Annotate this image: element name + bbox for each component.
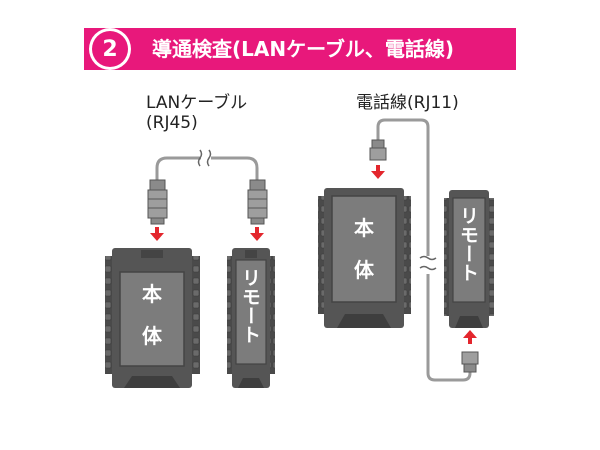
remote-unit-phone	[444, 190, 494, 328]
rj11-plug-bottom-icon	[461, 351, 479, 373]
phone-line-label: 電話線(RJ11)	[356, 93, 459, 113]
lan-main-unit-char1: 本	[142, 282, 162, 306]
main-unit-phone	[318, 188, 411, 328]
lan-remote-label: リモート	[239, 268, 261, 344]
lan-cable-connector-label: (RJ45)	[146, 113, 198, 133]
phone-remote-label: リモート	[457, 206, 479, 282]
phone-cable-break-icon	[419, 255, 437, 271]
rj11-plug-top-icon	[369, 139, 387, 161]
insert-arrow-phone-remote-icon	[463, 330, 477, 344]
header-title: 導通検査(LANケーブル、電話線)	[152, 37, 455, 61]
rj45-plug-left-icon	[147, 179, 168, 225]
step-badge: 2	[89, 28, 131, 70]
header-banner	[84, 28, 516, 70]
lan-cable	[155, 156, 259, 188]
phone-main-unit-char2: 体	[354, 258, 374, 282]
main-unit-lan	[105, 248, 200, 388]
insert-arrow-phone-main-icon	[371, 165, 385, 179]
remote-unit-lan	[227, 248, 275, 388]
insert-arrow-lan-main-icon	[150, 227, 164, 241]
phone-main-unit-char1: 本	[354, 216, 374, 240]
rj45-plug-right-icon	[247, 179, 268, 225]
lan-main-unit-char2: 体	[142, 324, 162, 348]
step-number: 2	[92, 31, 128, 67]
cable-break-icon	[197, 149, 212, 167]
lan-cable-label: LANケーブル	[146, 93, 248, 113]
phone-cable	[376, 118, 472, 382]
insert-arrow-lan-remote-icon	[250, 227, 264, 241]
